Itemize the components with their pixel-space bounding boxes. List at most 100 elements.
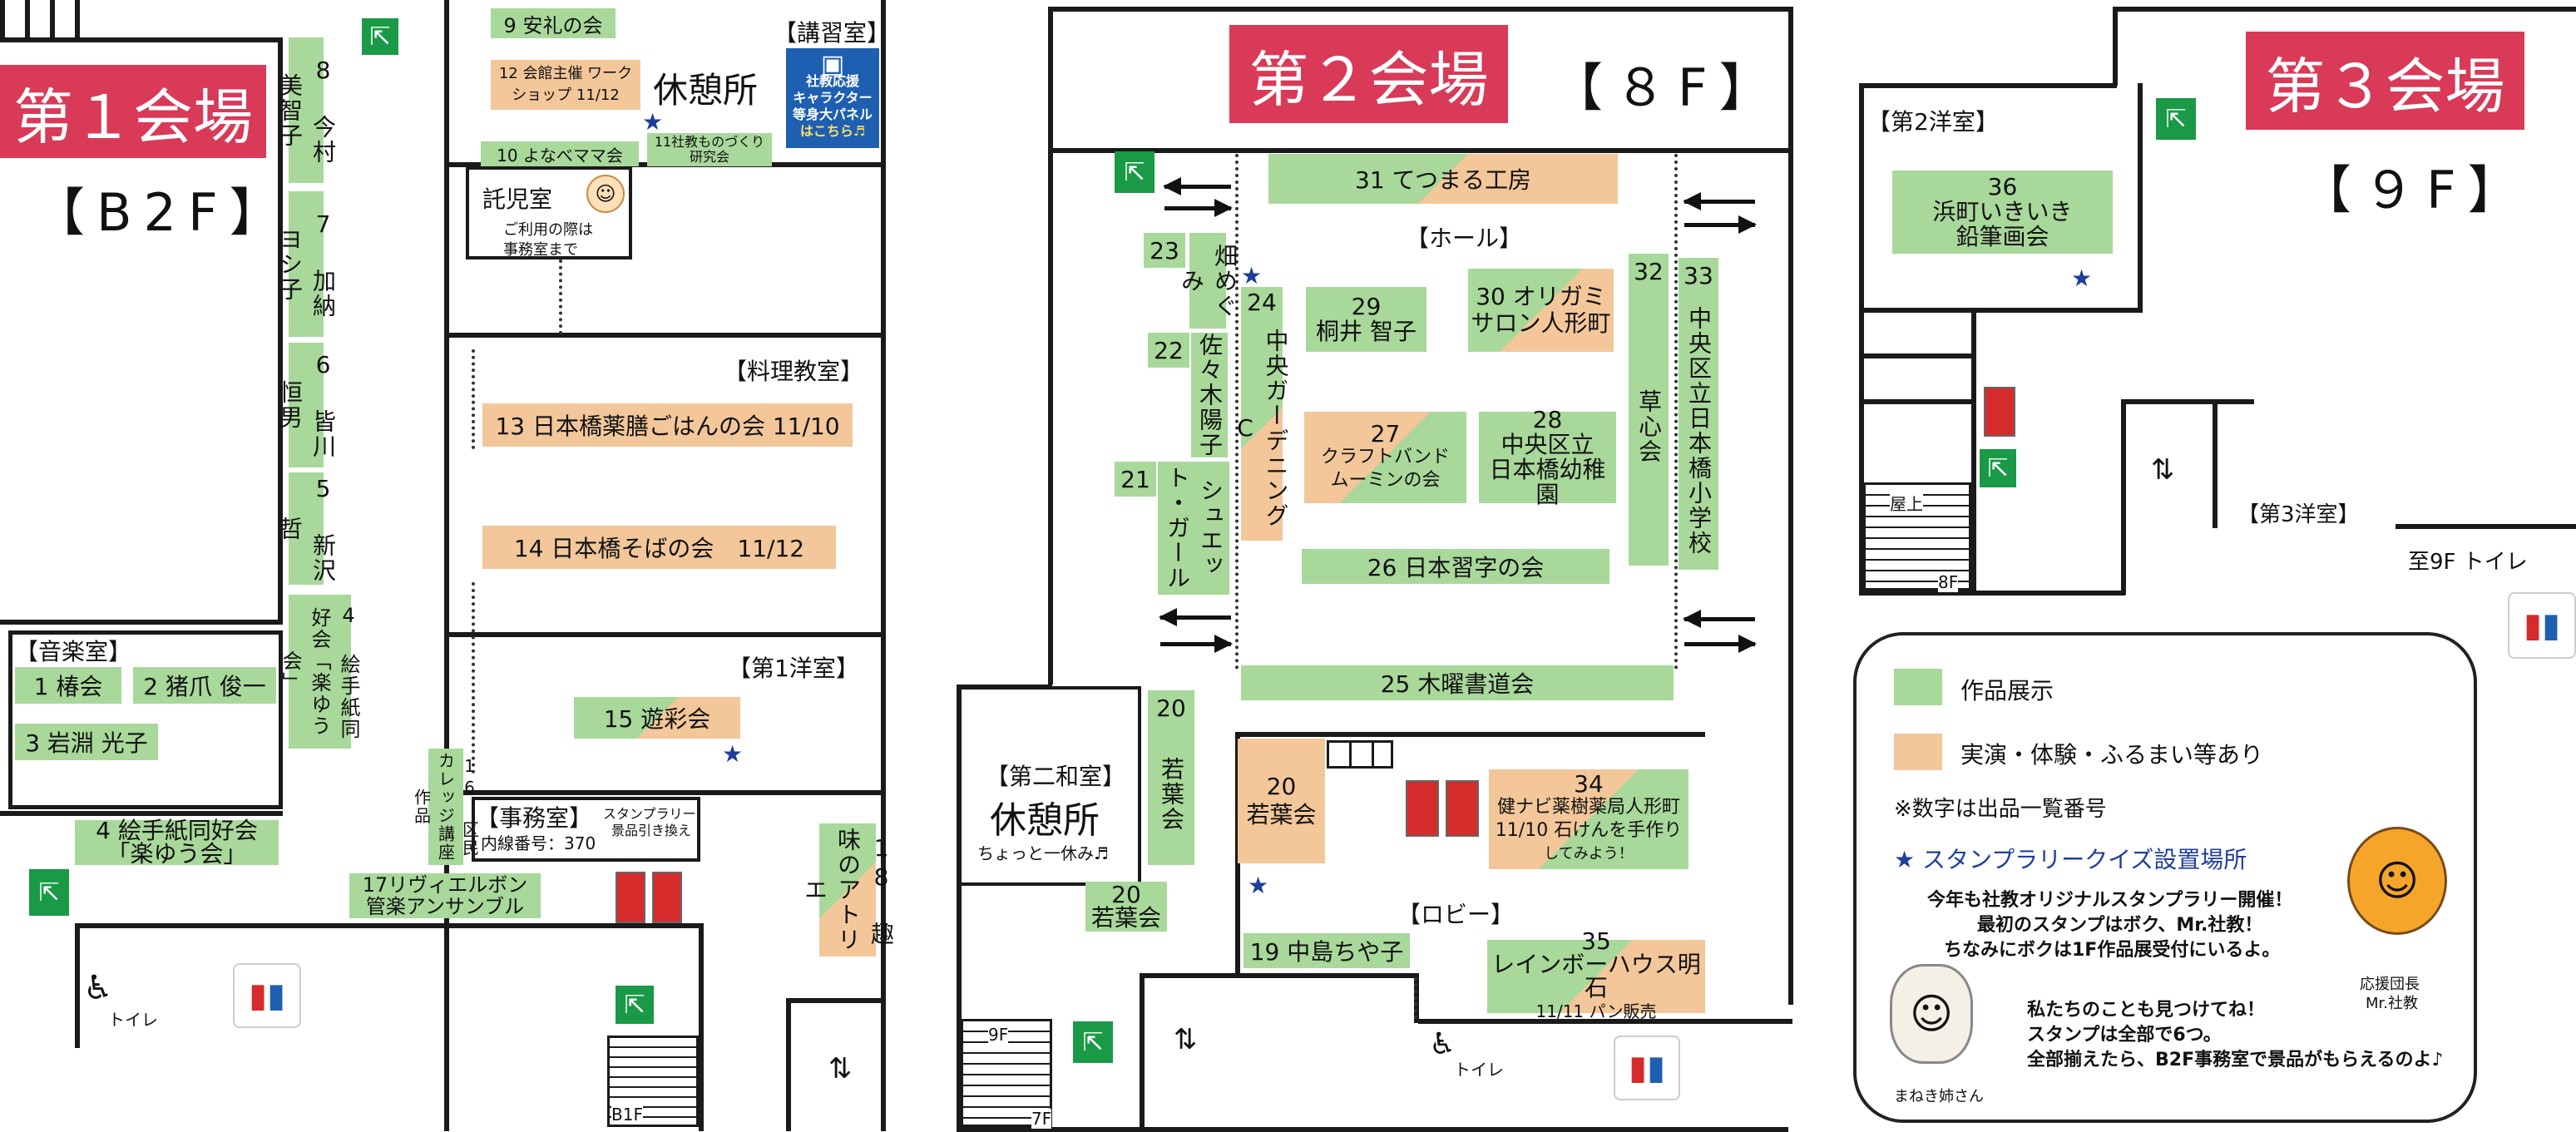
- exhibit-label: 25 木曜書道会: [1380, 670, 1535, 698]
- exhibit-14[interactable]: 14 日本橋そばの会 11/12: [482, 526, 836, 569]
- exhibit-4[interactable]: 4 絵手紙同好会 「楽ゆう会」: [75, 819, 279, 866]
- exhibit-label: 23: [1150, 236, 1179, 264]
- vending-machine-icon: [616, 872, 645, 923]
- arrow-left-icon: [1163, 177, 1231, 195]
- toilet-label: トイレ: [108, 1010, 158, 1030]
- exhibit-3[interactable]: 3 岩淵 光子: [15, 724, 158, 760]
- legend-demo-swatch: [1894, 734, 1942, 770]
- hall-label: 【ホール】: [1406, 225, 1523, 252]
- exhibit-32-number[interactable]: 32: [1629, 254, 1669, 289]
- exhibit-label: 16 区民カレッジ講座作品: [411, 752, 480, 862]
- exhibit-label: 20: [1266, 773, 1297, 800]
- stamp-prize-label: スタンプラリー: [603, 806, 696, 822]
- exhibit-label: 鉛筆画会: [1955, 223, 2049, 250]
- exhibit-label: 35: [1581, 927, 1611, 955]
- exhibit-21[interactable]: シュエット・ガール: [1158, 462, 1229, 595]
- exhibit-11[interactable]: 11社教ものづくり 研究会: [647, 133, 772, 166]
- exhibit-31[interactable]: 31 てつまる工房: [1268, 154, 1618, 204]
- exhibit-label: 28: [1532, 406, 1563, 433]
- exhibit-36[interactable]: 36 浜町いきいき 鉛筆画会: [1892, 171, 2113, 254]
- exit-icon: ⇱: [2156, 98, 2196, 140]
- mascot-caption: まねき姉さん: [1894, 1088, 1984, 1105]
- exhibit-4-vertical[interactable]: 4 絵手紙同好会「楽ゆう会」: [279, 595, 360, 749]
- exhibit-33[interactable]: 中央区立日本橋小学校: [1679, 291, 1718, 570]
- exhibit-17[interactable]: 17リヴィエルボン 管楽アンサンブル: [349, 873, 541, 918]
- legend-message: 全部揃えたら、B2F事務室で景品がもらえるのよ♪: [2027, 1050, 2444, 1070]
- venue1-floor: 【B2F】: [33, 182, 293, 243]
- exhibit-label: 3 岩淵 光子: [25, 729, 148, 757]
- exhibit-28[interactable]: 28 中央区立 日本橋幼稚園: [1479, 408, 1616, 507]
- exhibit-label: 中央ガーデニングC: [1231, 329, 1290, 528]
- exhibit-label: シュエット・ガール: [1164, 466, 1224, 591]
- legend-message: 今年も社教オリジナルスタンプラリー開催！: [1927, 890, 2293, 911]
- exhibit-22-number[interactable]: 22: [1148, 333, 1189, 368]
- exhibit-label: 中央区立日本橋小学校: [1685, 305, 1713, 556]
- legend-message: スタンプは全部で6つ。: [2027, 1025, 2222, 1045]
- exhibit-6[interactable]: 6 皆川 恒男: [276, 343, 337, 467]
- legend-message: 最初のスタンプはボク、Mr.社教！: [1977, 915, 2263, 936]
- exhibit-12[interactable]: 12 会館主催 ワーク ショップ 11/12: [491, 60, 640, 110]
- arrow-right-icon: [1164, 199, 1233, 217]
- exhibit-2[interactable]: 2 猪爪 俊一: [133, 667, 276, 704]
- exhibit-27[interactable]: 27 クラフトバンド ムーミンの会: [1304, 412, 1466, 503]
- exhibit-label: 1 椿会: [33, 673, 103, 700]
- exhibit-10[interactable]: 10 よなべママ会: [481, 141, 639, 166]
- exhibit-25[interactable]: 25 木曜書道会: [1241, 665, 1674, 700]
- stairs-floor-label: 9F: [988, 1025, 1009, 1045]
- exhibit-label: 佐々木陽子: [1196, 333, 1224, 457]
- exhibit-34[interactable]: 34 健ナビ薬樹薬局人形町 11/10 石けんを手作り してみよう！: [1489, 769, 1688, 869]
- exhibit-label: 18 趣味のアトリエ: [801, 828, 895, 952]
- exhibit-19[interactable]: 19 中島ちや子: [1244, 933, 1410, 968]
- exhibit-15[interactable]: 15 遊彩会: [574, 697, 740, 739]
- mascot-caption: 応援団長: [2360, 976, 2420, 993]
- exhibit-23[interactable]: 畑めぐみ: [1178, 233, 1239, 329]
- exhibit-32[interactable]: 草心会: [1629, 287, 1669, 566]
- exhibit-20-lobby[interactable]: 20 若葉会: [1238, 739, 1325, 863]
- exhibit-label: 桐井 智子: [1316, 318, 1417, 345]
- exhibit-label: 5 新沢 哲: [276, 474, 337, 583]
- exhibit-8[interactable]: 8 今村 美智子: [276, 37, 337, 183]
- exhibit-label: 若葉会: [1090, 904, 1161, 932]
- exhibit-13[interactable]: 13 日本橋薬膳ごはんの会 11/10: [482, 403, 853, 447]
- arrow-right-icon: [1160, 635, 1233, 653]
- panel-line: はこちら♬: [799, 123, 866, 139]
- exhibit-label: 20: [1111, 881, 1141, 908]
- stamp-star-icon: ★: [1248, 872, 1269, 899]
- exhibit-21-number[interactable]: 21: [1115, 462, 1156, 497]
- exhibit-label: 24: [1247, 288, 1277, 316]
- stamp-star-icon: ★: [2071, 264, 2093, 292]
- exhibit-label: 33: [1684, 261, 1713, 289]
- hall-boundary: [1674, 154, 1678, 670]
- mr-shakyo-mascot-icon: ☺: [2347, 827, 2447, 935]
- exhibit-16[interactable]: 16 区民カレッジ講座作品: [412, 749, 480, 865]
- exhibit-26[interactable]: 26 日本習字の会: [1302, 549, 1609, 584]
- panel-line: 等身大パネル: [792, 106, 873, 122]
- exhibit-35[interactable]: 35 レインボーハウス明石 11/11 パン販売: [1487, 930, 1705, 1021]
- character-panel[interactable]: ▣ 社教応援 キャラクター 等身大パネル はこちら♬: [786, 48, 879, 148]
- exhibit-5[interactable]: 5 新沢 哲: [276, 472, 337, 585]
- exhibit-label: してみよう！: [1544, 845, 1634, 863]
- exhibit-20[interactable]: 若葉会: [1148, 724, 1194, 865]
- exhibit-20-number[interactable]: 20: [1148, 690, 1194, 725]
- exhibit-30[interactable]: 30 オリガミ サロン人形町: [1468, 269, 1614, 352]
- exhibit-22[interactable]: 佐々木陽子: [1191, 333, 1228, 457]
- washitsu-label: 【第二和室】: [986, 763, 1126, 790]
- exhibit-23-number[interactable]: 23: [1144, 233, 1185, 268]
- venue3-floor: 【９F】: [2300, 160, 2531, 220]
- exhibit-label: 11/11 パン販売: [1535, 1001, 1657, 1021]
- exhibit-label: 20: [1156, 694, 1186, 722]
- exhibit-label: 32: [1634, 257, 1664, 285]
- nursery-note: 事務室まで: [503, 241, 578, 259]
- exhibit-1[interactable]: 1 椿会: [15, 667, 121, 704]
- exhibit-9[interactable]: 9 安礼の会: [491, 8, 616, 38]
- exhibit-18[interactable]: 18 趣味のアトリエ: [801, 823, 895, 957]
- exhibit-20-corner[interactable]: 20 若葉会: [1085, 882, 1167, 932]
- rest-area-label: 休憩所: [653, 70, 759, 111]
- exhibit-24[interactable]: 中央ガーデニングC: [1232, 316, 1290, 541]
- nursery-label: 託児室: [482, 185, 553, 213]
- exhibit-33-number[interactable]: 33: [1679, 258, 1718, 293]
- exhibit-29[interactable]: 29 桐井 智子: [1306, 287, 1426, 352]
- door-line: [472, 582, 475, 774]
- exhibit-7[interactable]: 7 加納 ヨシ子: [276, 191, 337, 337]
- exhibit-24-number[interactable]: 24: [1241, 287, 1283, 317]
